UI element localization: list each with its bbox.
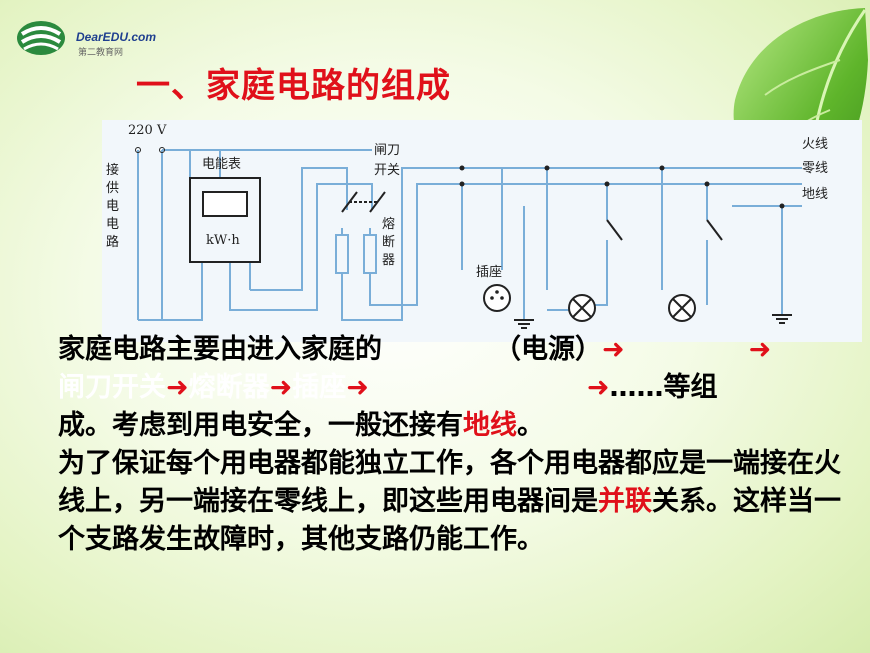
supply-label-1: 接 — [106, 162, 119, 178]
text-p2-b: 关系。这样当一个支路发生故障时，其他支路仍能工作。 — [58, 486, 841, 555]
meter-unit: kW·h — [206, 233, 240, 248]
arrow-icon: ➜ — [602, 334, 625, 365]
explanation-text: 家庭电路主要由进入家庭的（电源）➜➜ 闸刀开关➜熔断器➜插座➜➜……等组 成。考… — [58, 331, 848, 559]
voltage-label: 220 V — [128, 123, 167, 138]
text-p1-a: 家庭电路主要由进入家庭的 — [58, 334, 382, 365]
text-p1-g: 成。考虑到用电安全，一般还接有 — [58, 410, 463, 441]
text-p1-b: （电源） — [494, 334, 602, 365]
text-knife-switch: 闸刀开关 — [58, 372, 166, 403]
text-p2-a: 为了保证每个用电器都能独立工作，各个用电器都应是一端接在火线上，另一端接在零线上… — [58, 448, 841, 517]
dearedu-logo — [17, 21, 65, 55]
text-p1-f: ……等组 — [609, 372, 718, 403]
page-title: 一、家庭电路的组成 — [136, 66, 451, 106]
text-p1-h: 。 — [517, 410, 544, 441]
socket-label: 插座 — [476, 265, 502, 280]
fuse-label-2: 断 — [382, 235, 395, 250]
meter-label: 电能表 — [202, 157, 241, 172]
supply-label-3: 电 — [106, 199, 119, 214]
logo-sub-text: 第二教育网 — [78, 48, 124, 58]
switch-label-1: 闸刀 — [374, 143, 400, 158]
text-fuse: 熔断器 — [188, 372, 270, 403]
arrow-icon: ➜ — [346, 372, 369, 403]
fuse-label-3: 器 — [382, 253, 395, 268]
text-socket: 插座 — [292, 372, 347, 403]
neutral-line-label: 零线 — [802, 161, 828, 176]
arrow-icon: ➜ — [166, 372, 189, 403]
arrow-icon: ➜ — [748, 334, 772, 365]
household-circuit-diagram: 220 V 接 供 电 电 路 电能表 kW·h 闸刀 开关 熔 断 器 插座 … — [102, 120, 862, 342]
fuse-label-1: 熔 — [382, 217, 395, 232]
parallel-word: 并联 — [598, 486, 652, 517]
arrow-icon: ➜ — [269, 372, 293, 403]
live-line-label: 火线 — [802, 137, 828, 152]
supply-label-4: 电 — [106, 217, 119, 232]
supply-label-5: 路 — [106, 234, 119, 250]
supply-label-2: 供 — [106, 181, 119, 196]
ground-line-label: 地线 — [802, 187, 828, 202]
switch-label-2: 开关 — [374, 163, 400, 178]
ground-word: 地线 — [463, 410, 517, 441]
logo-brand-text: DearEDU.com — [76, 30, 157, 44]
arrow-icon: ➜ — [586, 372, 610, 403]
